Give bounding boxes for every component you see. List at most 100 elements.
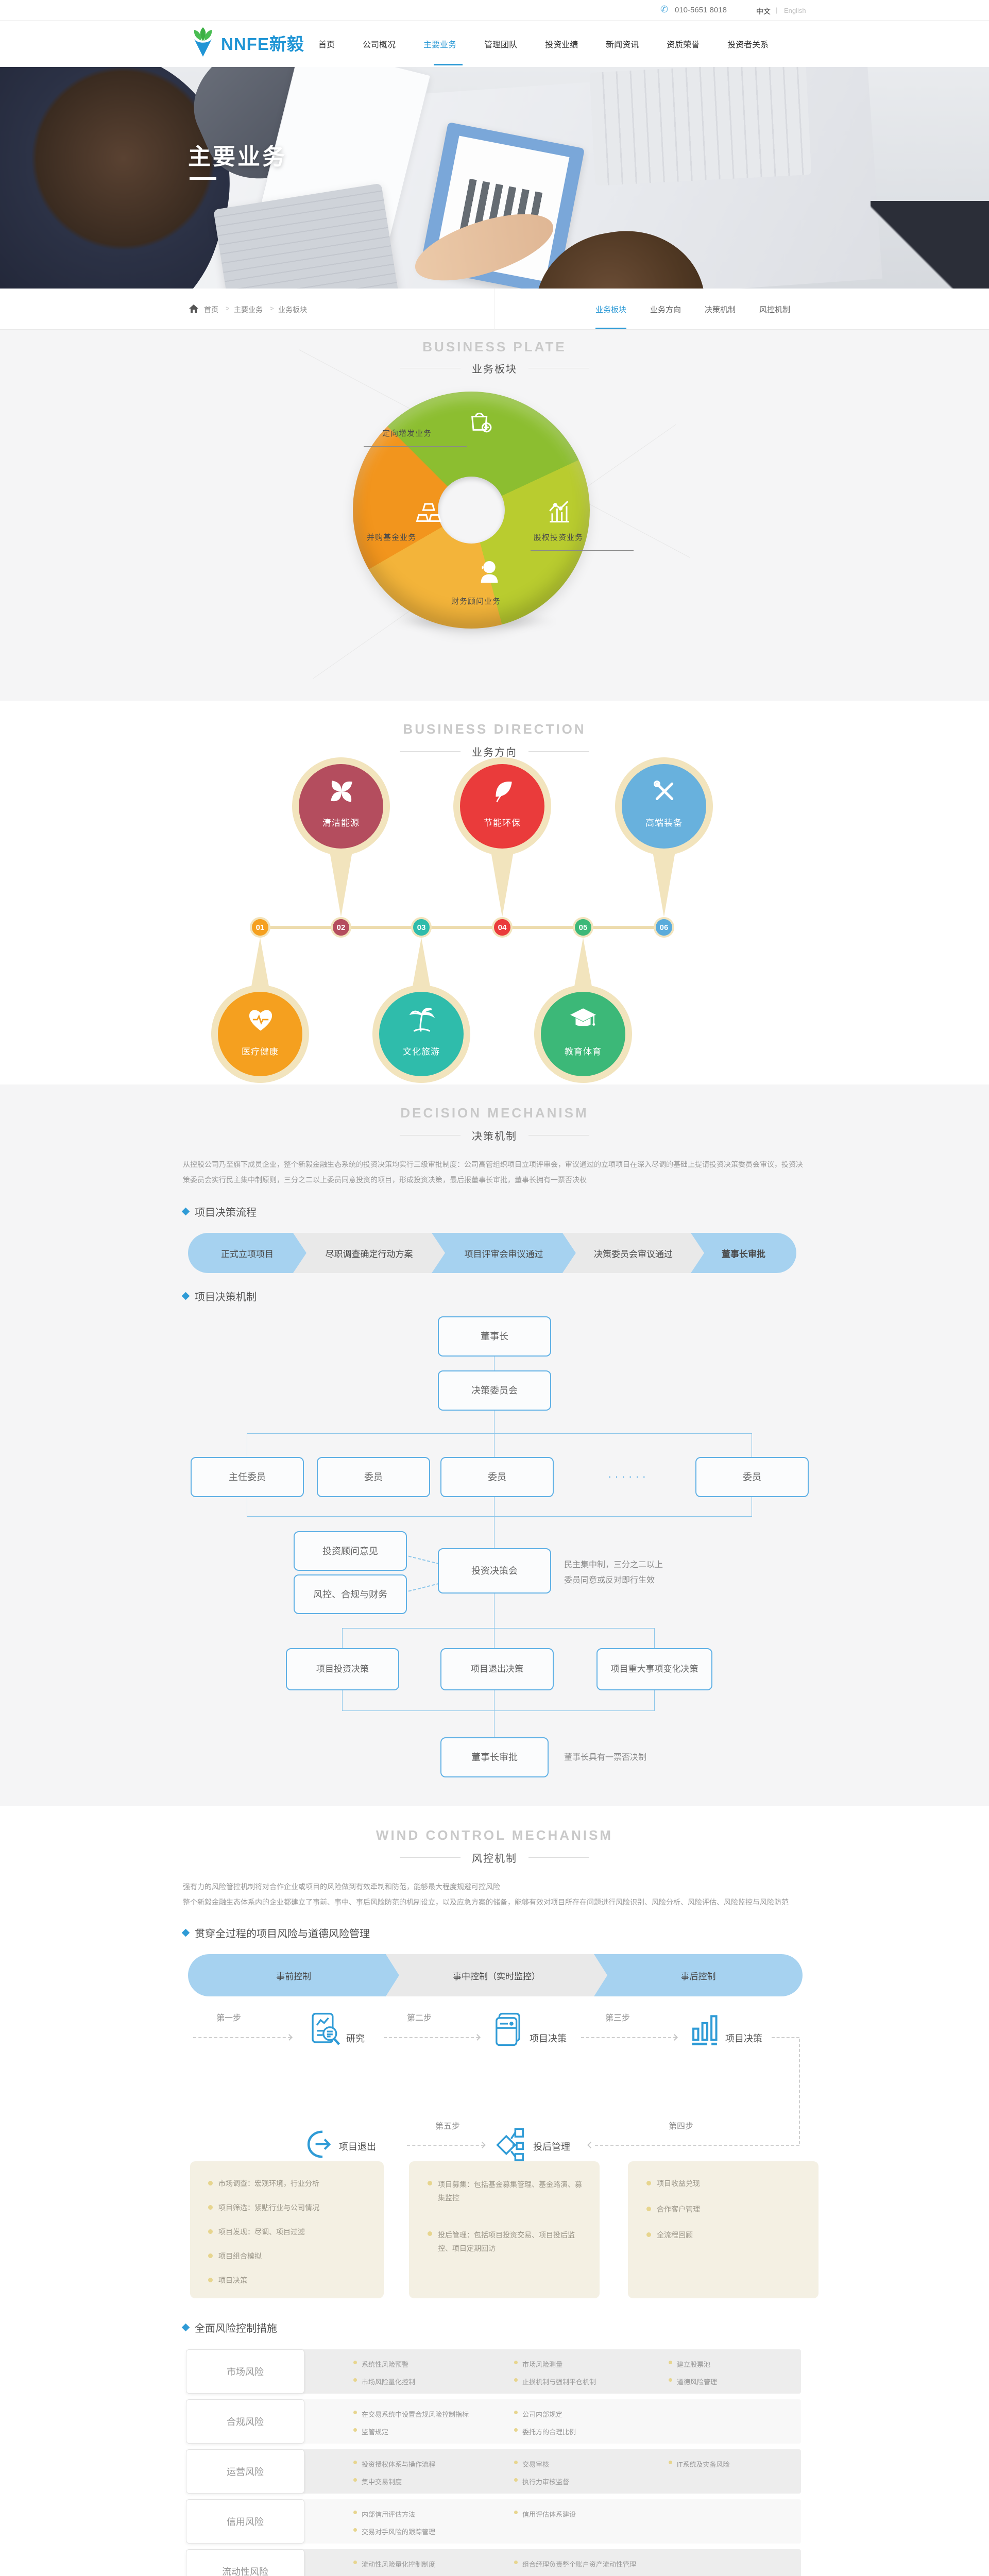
org-member-chief: 主任委员 bbox=[191, 1457, 304, 1497]
mech-heading: 项目决策机制 bbox=[181, 1289, 257, 1303]
balloon-label: 清洁能源 bbox=[322, 818, 360, 828]
timeline bbox=[251, 926, 673, 929]
tab-business-direction[interactable]: 业务方向 bbox=[650, 306, 681, 314]
org-line bbox=[654, 1690, 655, 1710]
risk-item: 组合经理负责整个账户资产流动性管理 bbox=[514, 2559, 636, 2569]
nav-business[interactable]: 主要业务 bbox=[423, 41, 457, 49]
wind-process-heading-label: 贯穿全过程的项目风险与道德风险管理 bbox=[195, 1928, 370, 1940]
phase-during: 事中控制（实时监控） bbox=[386, 1954, 607, 1996]
step-label-2: 第二步 bbox=[407, 2014, 432, 2023]
step-label-5: 第五步 bbox=[435, 2122, 461, 2131]
balloon-label: 文化旅游 bbox=[403, 1047, 440, 1057]
org-member-dots: ······ bbox=[608, 1470, 649, 1483]
risk-item: 市场风险量化控制 bbox=[353, 2377, 415, 2386]
risk-item: 投资授权体系与操作流程 bbox=[353, 2459, 435, 2469]
flow-step-4: 决策委员会审议通过 bbox=[562, 1233, 704, 1273]
arrow-right-icon bbox=[474, 2034, 481, 2041]
balloon-education: 教育体育 bbox=[534, 938, 632, 1084]
step-dash bbox=[407, 2145, 484, 2146]
private-placement-icon bbox=[466, 407, 495, 436]
org-chairman: 董事长 bbox=[438, 1316, 551, 1357]
risk-item: 系统性风险预警 bbox=[353, 2359, 408, 2369]
step-name-approval: 项目决策 bbox=[530, 2033, 567, 2044]
decision-paragraph: 从控股公司乃至旗下成员企业，整个新毅金融生态系统的投资决策均实行三级审批制度：公… bbox=[183, 1160, 803, 1184]
nav-investor[interactable]: 投资者关系 bbox=[727, 41, 769, 49]
crumb-item1[interactable]: 主要业务 bbox=[234, 306, 263, 314]
balloon-healthcare: 医疗健康 bbox=[211, 938, 309, 1084]
org-line bbox=[247, 1516, 752, 1517]
org-line bbox=[342, 1628, 343, 1648]
risk-item: 交易审核 bbox=[514, 2459, 549, 2469]
topbar: ✆ 010-5651 8018 中文 | English bbox=[0, 0, 989, 21]
direction-title-cn-row: 业务方向 bbox=[0, 744, 989, 759]
detail-box-1 bbox=[190, 2161, 384, 2298]
flow-heading: 项目决策流程 bbox=[181, 1204, 257, 1219]
nav-company[interactable]: 公司概况 bbox=[363, 41, 396, 49]
timeline-num-04: 04 bbox=[492, 917, 513, 938]
arrow-right-icon bbox=[286, 2034, 293, 2041]
step-name-post: 投后管理 bbox=[533, 2142, 570, 2152]
detail-item: 项目收益兑现 bbox=[646, 2178, 801, 2189]
plate-label-top: 定向增发业务 bbox=[382, 429, 432, 438]
business-direction-section: BUSINESS DIRECTION 业务方向 01 02 03 04 05 0… bbox=[0, 701, 989, 1084]
lang-en[interactable]: English bbox=[784, 7, 806, 14]
org-line bbox=[654, 1628, 655, 1648]
balloon-label: 医疗健康 bbox=[242, 1047, 279, 1057]
direction-title-en: BUSINESS DIRECTION bbox=[403, 721, 586, 737]
phase-before: 事前控制 bbox=[188, 1954, 399, 1996]
home-icon[interactable] bbox=[189, 303, 199, 314]
logo[interactable]: NNFE新毅 bbox=[189, 27, 304, 59]
detail-box-3 bbox=[628, 2161, 819, 2298]
crumb-sep2: > bbox=[270, 304, 274, 312]
risk-item: 市场风险测量 bbox=[514, 2359, 562, 2369]
business-plate-section: BUSINESS PLATE 业务板块 bbox=[0, 330, 989, 701]
risk-item: IT系统及灾备风险 bbox=[669, 2459, 730, 2469]
balloon-label: 教育体育 bbox=[565, 1047, 602, 1057]
detail-item: 项目组合模拟 bbox=[208, 2250, 368, 2262]
tab-decision[interactable]: 决策机制 bbox=[705, 306, 736, 314]
flow-step-1: 正式立项项目 bbox=[188, 1233, 306, 1273]
step-dash bbox=[581, 2037, 676, 2038]
plate-label-top-line bbox=[364, 446, 467, 447]
org-line bbox=[247, 1433, 752, 1434]
balloon-body: 节能环保 bbox=[460, 764, 544, 849]
flow-step-2: 尽职调查确定行动方案 bbox=[293, 1233, 445, 1273]
title-line-right bbox=[528, 751, 589, 752]
title-line-left bbox=[400, 751, 461, 752]
org-decision-invest: 项目投资决策 bbox=[286, 1648, 399, 1690]
timeline-num-03: 03 bbox=[411, 917, 432, 938]
logo-text: NNFE新毅 bbox=[221, 35, 304, 54]
crumb-home[interactable]: 首页 bbox=[204, 306, 218, 314]
tab-wind[interactable]: 风控机制 bbox=[759, 306, 791, 314]
tab-business-plate[interactable]: 业务板块 bbox=[595, 306, 627, 314]
phase-after: 事后控制 bbox=[594, 1954, 803, 1996]
risk-item: 建立股票池 bbox=[669, 2359, 710, 2369]
diamond-bullet-icon bbox=[181, 1928, 190, 1937]
detail-item: 项目发现：尽调、项目过滤 bbox=[208, 2226, 368, 2238]
nav-team[interactable]: 管理团队 bbox=[484, 41, 518, 49]
nav-news[interactable]: 新闻资讯 bbox=[606, 41, 639, 49]
crumb-bar: 首页 > 主要业务 > 业务板块 业务板块 业务方向 决策机制 风控机制 bbox=[0, 289, 989, 330]
risk-item: 道德风险管理 bbox=[669, 2377, 717, 2386]
timeline-num-05: 05 bbox=[573, 917, 593, 938]
wind-section: WIND CONTROL MECHANISM 风控机制 强有力的风险管控机制将对… bbox=[0, 1806, 989, 2576]
balloon-body: 教育体育 bbox=[541, 992, 625, 1076]
decision-title-en: DECISION MECHANISM bbox=[400, 1105, 589, 1121]
step-name-research: 研究 bbox=[346, 2033, 365, 2044]
nav-honor[interactable]: 资质荣誉 bbox=[667, 41, 700, 49]
balloon-tourism: 文化旅游 bbox=[372, 938, 470, 1084]
diamond-bullet-icon bbox=[181, 1207, 190, 1216]
lang-cn[interactable]: 中文 bbox=[756, 7, 771, 15]
arrow-left-icon bbox=[587, 2142, 594, 2148]
plate-label-right-line bbox=[531, 550, 634, 551]
exit-icon bbox=[301, 2126, 335, 2162]
phone-number: 010-5651 8018 bbox=[675, 6, 727, 14]
hero-photo-laptop-right bbox=[589, 67, 812, 186]
risk-item: 交易对手风险的跟踪管理 bbox=[353, 2527, 435, 2536]
risk-item: 监管规定 bbox=[353, 2427, 388, 2436]
nav-home[interactable]: 首页 bbox=[318, 41, 335, 49]
step-dash bbox=[193, 2037, 291, 2038]
decision-section: DECISION MECHANISM 决策机制 从控股公司乃至旗下成员企业，整个… bbox=[0, 1084, 989, 1806]
nav-performance[interactable]: 投资业绩 bbox=[545, 41, 578, 49]
org-member-2: 委员 bbox=[440, 1457, 554, 1497]
